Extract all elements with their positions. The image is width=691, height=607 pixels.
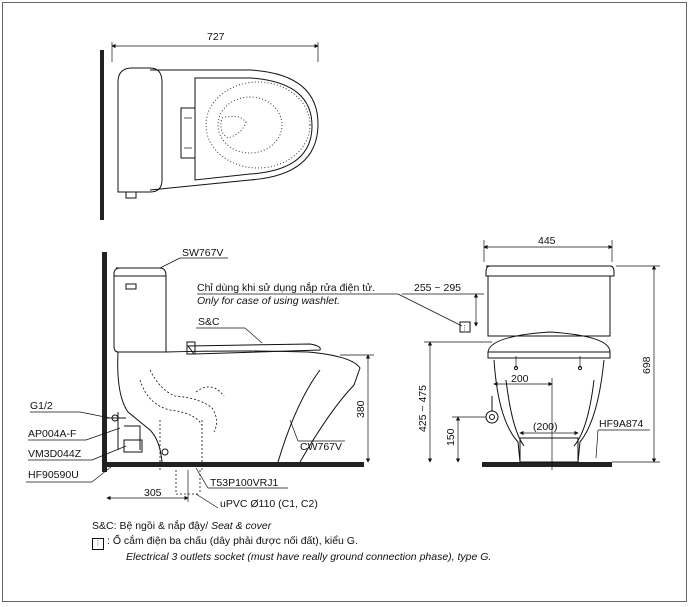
washlet-note-vi: Chỉ dùng khi sử dụng nắp rửa điện tử. (197, 281, 375, 294)
dim-front-height: 698 (641, 356, 653, 374)
label-g12: G1/2 (30, 400, 53, 412)
legend-sc-text-en: Seat & cover (211, 520, 272, 532)
dim-bottom-150: 150 (445, 428, 457, 446)
front-view: 445 200 (200) 255 ~ 295 425 ~ 475 (402, 235, 660, 470)
legend-sc-line: S&C: Bệ ngồi & nắp đậy/ Seat & cover (92, 519, 491, 534)
svg-text:⋮: ⋮ (461, 325, 468, 332)
washlet-note: Chỉ dùng khi sử dụng nắp rửa điện tử. On… (197, 281, 471, 333)
label-vm3d044z: VM3D044Z (28, 448, 82, 460)
drawing-frame (2, 2, 687, 602)
dim-inlet-height: 425 ~ 475 (417, 385, 429, 432)
top-view-wall (100, 50, 104, 220)
front-tank (487, 275, 611, 337)
top-hinge (180, 107, 196, 159)
side-view: 380 305 (102, 252, 374, 502)
label-cw767v: CW767V (300, 441, 342, 453)
dim-rough-in: 305 (144, 487, 162, 499)
top-view: 727 (100, 31, 319, 220)
label-t53p: T53P100VRJ1 (210, 477, 278, 489)
legend-socket-line: ⋮: Ổ cắm điện ba chấu (dây phải được nối… (92, 534, 491, 550)
front-body (493, 359, 605, 463)
side-seat (187, 343, 321, 355)
front-tank-lid (485, 265, 615, 277)
dim-front-width: 445 (538, 235, 556, 247)
label-upvc: uPVC Ø110 (C1, C2) (220, 498, 318, 510)
top-tank (117, 67, 163, 193)
dim-top-width: 727 (207, 31, 225, 43)
legend-notes: S&C: Bệ ngồi & nắp đậy/ Seat & cover ⋮: … (92, 519, 491, 565)
side-labels: SW767V S&C CW767V G1/2 AP004A-F VM3D044Z… (26, 247, 345, 510)
side-view-wall (102, 252, 107, 472)
label-sc: S&C (198, 316, 220, 328)
top-seat (194, 77, 313, 181)
side-view-floor (102, 462, 364, 467)
front-seat (487, 331, 611, 353)
front-view-floor (482, 462, 612, 467)
3-pin-socket-icon: ⋮ (92, 538, 104, 550)
top-inner-rim (205, 81, 311, 169)
side-bowl (165, 350, 361, 463)
dim-width-200: 200 (511, 373, 529, 385)
legend-socket-en: Electrical 3 outlets socket (must have r… (126, 551, 492, 563)
top-bowl (149, 69, 319, 191)
dim-base-200: (200) (533, 421, 558, 433)
dim-side-height: 380 (355, 400, 367, 418)
side-tank (113, 267, 167, 353)
legend-sc-label: S&C: (92, 520, 117, 532)
label-sw767v: SW767V (182, 247, 223, 259)
label-hf90590u: HF90590U (28, 469, 79, 481)
front-base (519, 437, 579, 463)
socket-symbol-front (459, 321, 471, 333)
side-trapway (149, 369, 217, 433)
front-angle-valve (485, 410, 499, 424)
dim-wash-range: 255 ~ 295 (414, 282, 461, 294)
washlet-note-en: Only for case of using washlet. (197, 295, 340, 307)
legend-sc-text-vi: Bệ ngồi & nắp đậy/ (119, 520, 209, 532)
side-outlet-pipe (159, 420, 203, 470)
label-hf9a874: HF9A874 (599, 418, 644, 430)
label-ap004a: AP004A-F (28, 428, 76, 440)
legend-socket-vi: Ổ cắm điện ba chấu (dây phải được nối đấ… (112, 535, 358, 547)
